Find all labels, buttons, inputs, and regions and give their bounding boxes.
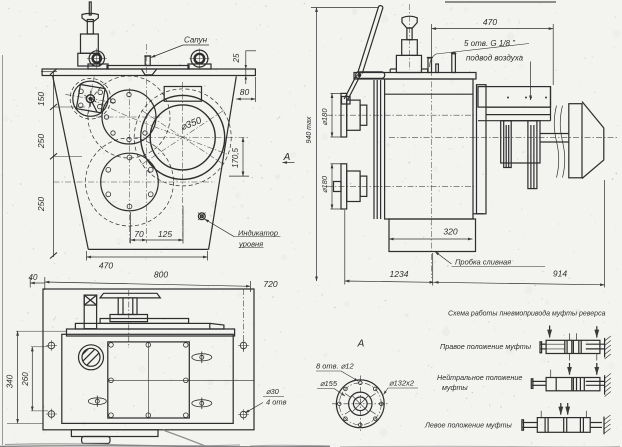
svg-text:5 отв. G 1/8 ”: 5 отв. G 1/8 ” <box>464 39 515 48</box>
svg-text:70: 70 <box>134 229 144 239</box>
svg-text:Схема работы пневмопривода муф: Схема работы пневмопривода муфты реверса <box>448 310 606 318</box>
svg-text:1234: 1234 <box>390 269 409 279</box>
svg-text:470: 470 <box>99 261 113 271</box>
svg-text:⌀155: ⌀155 <box>320 379 338 388</box>
svg-text:Индикатор: Индикатор <box>238 229 278 238</box>
svg-text:720: 720 <box>263 279 277 289</box>
svg-text:уровня: уровня <box>238 240 263 249</box>
svg-text:А: А <box>357 339 365 350</box>
svg-text:Нейтральное положение: Нейтральное положение <box>437 373 522 382</box>
svg-text:⌀180: ⌀180 <box>320 108 329 126</box>
svg-text:800: 800 <box>154 270 168 280</box>
svg-text:⌀132х2: ⌀132х2 <box>389 379 415 388</box>
svg-text:340: 340 <box>6 374 15 388</box>
svg-text:Правое положение муфты: Правое положение муфты <box>440 342 532 351</box>
svg-text:250: 250 <box>36 197 46 212</box>
svg-text:Левое положение муфты: Левое положение муфты <box>424 421 513 430</box>
svg-text:4 отв: 4 отв <box>266 398 287 407</box>
svg-text:муфты: муфты <box>442 383 468 392</box>
svg-text:25: 25 <box>232 53 241 63</box>
svg-text:Сапун: Сапун <box>184 36 208 45</box>
svg-text:40: 40 <box>29 273 38 282</box>
svg-text:914: 914 <box>553 269 567 279</box>
svg-text:150: 150 <box>36 92 46 106</box>
svg-text:320: 320 <box>443 227 457 237</box>
svg-text:⌀180: ⌀180 <box>320 175 329 193</box>
svg-text:А: А <box>283 152 291 163</box>
svg-text:8 отв. ⌀12: 8 отв. ⌀12 <box>316 362 354 371</box>
svg-text:250: 250 <box>36 134 46 149</box>
svg-text:260: 260 <box>21 372 30 387</box>
svg-text:Пробка сливная: Пробка сливная <box>455 258 511 267</box>
svg-text:470: 470 <box>483 17 497 27</box>
svg-text:170,5: 170,5 <box>231 147 240 168</box>
svg-text:⌀30: ⌀30 <box>266 387 280 396</box>
svg-text:80: 80 <box>240 87 250 97</box>
svg-text:125: 125 <box>158 229 172 239</box>
svg-text:940 max: 940 max <box>306 116 313 143</box>
svg-text:подвод воздуха: подвод воздуха <box>466 54 524 63</box>
